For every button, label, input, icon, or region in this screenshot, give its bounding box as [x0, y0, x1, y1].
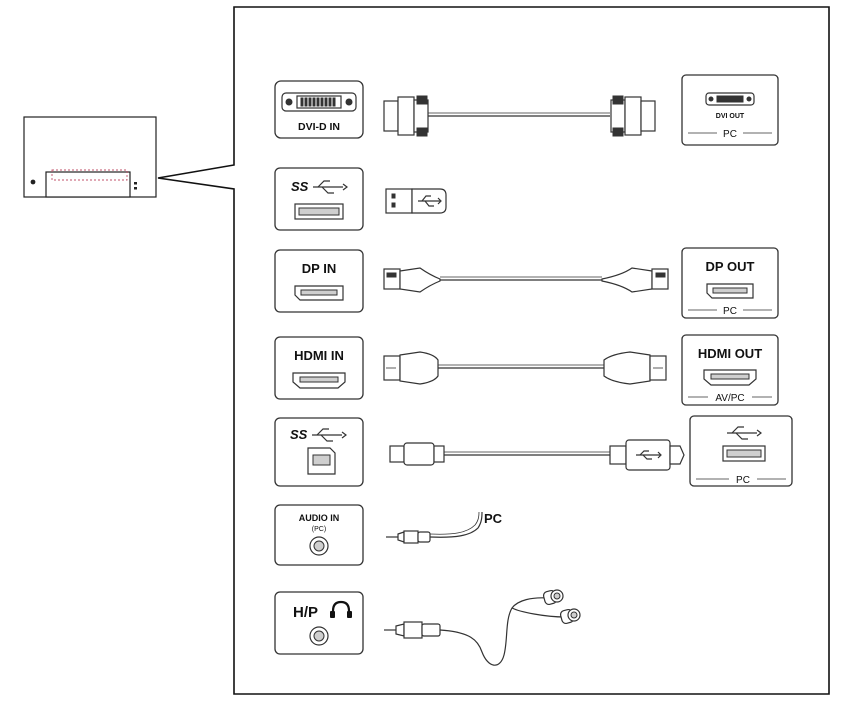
usb-b-cable: [389, 439, 685, 471]
audio-in-port: [274, 504, 364, 566]
dp-out-label: DP OUT: [706, 259, 755, 274]
usb-up-row: SS: [274, 167, 447, 231]
dp-out-pc-port: [681, 247, 779, 319]
dvi-out-connector-icon: [705, 92, 755, 106]
hdmi-row: HDMI IN HDMI OUT AV/PC: [274, 334, 779, 406]
usb-ss-port: [274, 167, 364, 231]
audio-in-row: AUDIO IN (PC) PC: [274, 504, 503, 566]
hdmi-cable: [383, 351, 667, 385]
headphone-cable: [384, 589, 581, 666]
dp-in-label: DP IN: [302, 261, 336, 276]
hdmi-out-label: HDMI OUT: [698, 346, 762, 361]
audio-jack-icon: [309, 536, 329, 556]
usb-trident-icon: [727, 426, 762, 440]
highlight-region: [51, 169, 128, 181]
headphone-port: [274, 591, 364, 655]
audio-in-sub-label: (PC): [312, 526, 326, 533]
dvi-in-label: DVI-D IN: [298, 121, 340, 133]
usb-pc-label: PC: [736, 475, 750, 486]
dvi-connector-icon: [281, 92, 357, 112]
audio-in-label: AUDIO IN: [299, 513, 340, 523]
dp-in-port: [274, 249, 364, 313]
dvi-out-label: DVI OUT: [716, 113, 745, 120]
audio-cable: [386, 511, 483, 544]
hdmi-in-port: [274, 336, 364, 400]
headphone-icon: [330, 600, 352, 618]
hdmi-out-avpc-label: AV/PC: [715, 393, 744, 404]
headphone-row: H/P: [274, 589, 581, 666]
usb-ss-label: SS: [291, 179, 309, 194]
dvi-row: DVI-D IN DVI OUT PC: [274, 74, 779, 146]
usb-a-plug: [385, 188, 447, 214]
monitor-back-thumbnail: [23, 116, 157, 198]
usb-trident-icon: [313, 180, 348, 194]
headphone-label: H/P: [293, 604, 318, 621]
usb-trident-icon: [312, 428, 347, 442]
audio-cable-pc-label: PC: [484, 511, 503, 526]
dp-cable: [383, 267, 669, 293]
dvi-out-pc-port: [681, 74, 779, 146]
hdmi-in-label: HDMI IN: [294, 348, 344, 363]
usb-b-ss-label: SS: [290, 427, 308, 442]
power-button-icon: [30, 179, 36, 185]
usb-b-row: SS: [274, 415, 793, 487]
dp-row: DP IN DP OUT PC: [274, 247, 779, 319]
dvi-cable: [383, 95, 656, 137]
audio-jack-icon: [309, 626, 329, 646]
dvi-out-pc-label: PC: [723, 129, 737, 140]
dp-out-pc-label: PC: [723, 306, 737, 317]
